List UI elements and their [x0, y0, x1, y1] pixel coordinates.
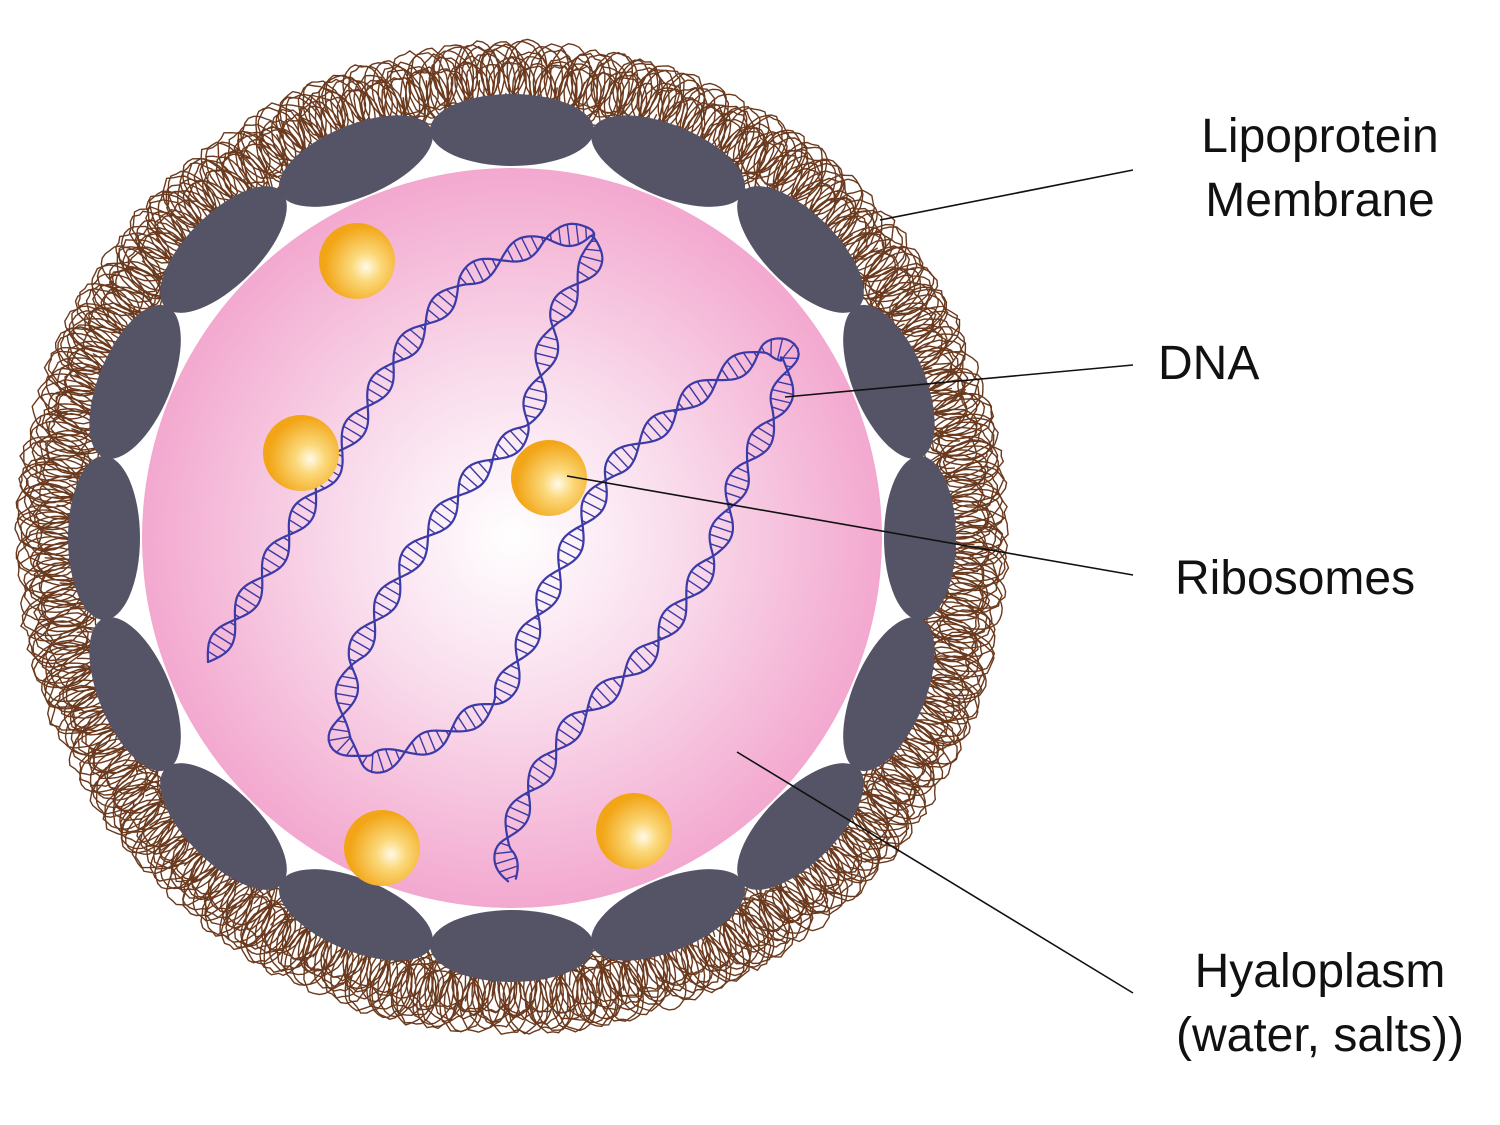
ribosomes-leader-line	[566, 475, 1134, 576]
dna-label-text: DNA	[1158, 337, 1260, 390]
membrane-plate	[160, 763, 287, 890]
membrane-plates	[68, 94, 956, 982]
ribosome	[263, 415, 339, 491]
membrane-plate	[160, 186, 287, 313]
dna-label: DNA	[1158, 332, 1259, 396]
membrane-label: Lipoprotein Membrane	[1160, 105, 1480, 233]
membrane-plate	[591, 115, 746, 207]
membrane-label-line2: Membrane	[1205, 174, 1435, 227]
hyaloplasm-label: Hyaloplasm (water, salts))	[1140, 940, 1500, 1068]
leader-lines	[566, 169, 1134, 994]
membrane-leader-line	[879, 169, 1134, 221]
membrane-plate	[843, 617, 935, 772]
dna-leader-line	[784, 364, 1134, 398]
membrane-plate	[68, 456, 140, 620]
ribosome-group	[263, 223, 672, 886]
membrane-plate	[737, 763, 864, 890]
cytoplasm	[142, 168, 882, 908]
ribosome	[511, 440, 587, 516]
hyaloplasm-label-line2: (water, salts))	[1175, 1009, 1465, 1062]
ribosome	[596, 793, 672, 869]
dna-backbone-b	[206, 234, 800, 880]
membrane-plate	[89, 304, 181, 459]
ribosome	[344, 810, 420, 886]
capsule-fiber	[28, 606, 113, 689]
ribosomes-label-text: Ribosomes	[1175, 552, 1416, 605]
dna-base-pairs	[207, 223, 799, 880]
membrane-plate	[591, 869, 746, 961]
membrane-plate	[737, 186, 864, 313]
membrane-plate	[89, 617, 181, 772]
membrane-label-line1: Lipoprotein	[1201, 110, 1439, 163]
ribosome	[319, 223, 395, 299]
membrane-plate	[430, 94, 594, 166]
membrane-plate	[843, 304, 935, 459]
membrane-plate	[278, 115, 433, 207]
hyaloplasm-leader-line	[736, 751, 1134, 994]
membrane-plate	[278, 869, 433, 961]
dna-strands	[206, 222, 800, 883]
hyaloplasm-label-line1: Hyaloplasm	[1194, 945, 1446, 998]
membrane-plate	[430, 910, 594, 982]
ribosomes-label: Ribosomes	[1175, 547, 1415, 611]
dna-backbone-a	[206, 222, 795, 883]
